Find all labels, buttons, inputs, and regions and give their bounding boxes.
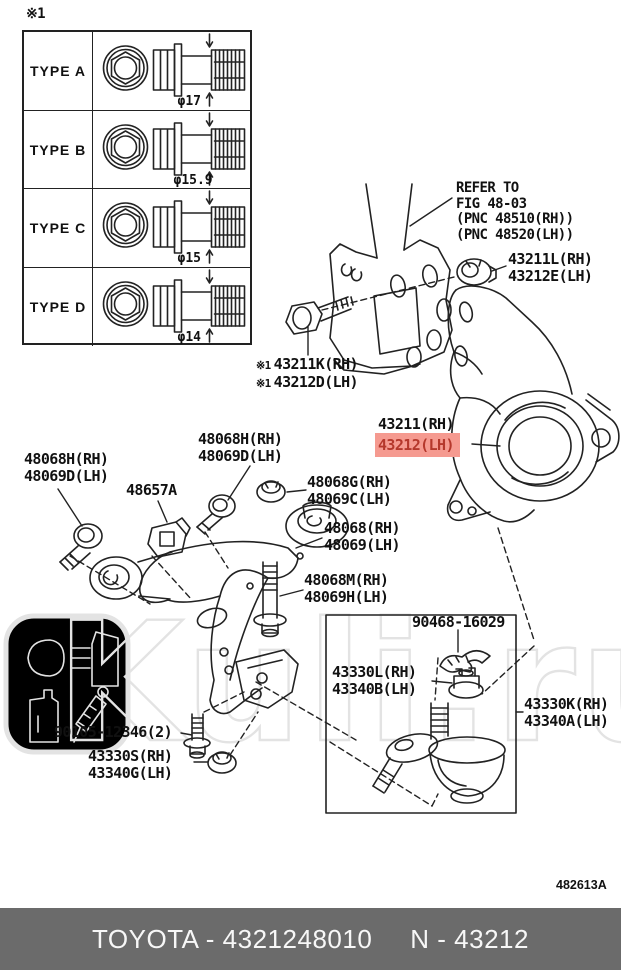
label-43330K-lh: 43340A(LH) <box>524 712 609 730</box>
label-48068-rh: 48068(RH) <box>324 519 400 537</box>
label-48068H-top-rh: 48068H(RH) <box>198 430 283 448</box>
refer-note: REFER TO FIG 48-03 (PNC 48510(RH)) (PNC … <box>456 180 574 243</box>
label-43330S-rh: 43330S(RH) <box>88 747 173 765</box>
vertical-bolt-drawing <box>253 561 287 638</box>
label-43330S-lh: 43340G(LH) <box>88 764 173 782</box>
ball-joint-box <box>325 614 517 814</box>
ref1-mark: ※1 <box>256 359 271 372</box>
type-row-d: TYPE D φ14 <box>24 268 250 346</box>
type-b-bolt-drawing: φ15.9 <box>93 111 250 189</box>
arm-bolt-left-drawing <box>59 523 103 571</box>
ref-mark: ※1 <box>26 6 46 22</box>
bolt-type-table: TYPE A φ17 TYPE B φ15.9 TYPE C <box>22 30 252 346</box>
lower-nut-drawing <box>207 751 237 774</box>
svg-text:φ14: φ14 <box>178 330 202 345</box>
control-arm-drawing <box>89 501 349 715</box>
castle-nut-drawing <box>448 667 484 699</box>
svg-text:φ15: φ15 <box>178 251 201 266</box>
label-48068H-top-lh: 48069D(LH) <box>198 447 283 465</box>
label-43211K-lh-text: 43212D(LH) <box>273 373 359 391</box>
type-row-b: TYPE B φ15.9 <box>24 110 250 190</box>
type-d-bolt-drawing: φ14 <box>93 268 250 346</box>
type-a-label: TYPE A <box>24 32 93 110</box>
ball-joint-drawing <box>372 702 506 804</box>
label-90468: 90468-16029 <box>412 613 505 631</box>
refer-note-line4: (PNC 48520(LH)) <box>456 226 574 243</box>
arm-nut-drawing <box>256 480 286 503</box>
refer-note-line1: REFER TO <box>456 180 519 196</box>
figure-code: 482613A <box>556 878 607 892</box>
label-43330K-rh: 43330K(RH) <box>524 695 609 713</box>
label-43212-lh-highlighted[interactable]: 43212(LH) <box>375 433 460 457</box>
footer-part-number: N - 43212 <box>410 923 529 954</box>
label-48068H-left-rh: 48068H(RH) <box>24 450 109 468</box>
label-48068-lh: 48069(LH) <box>324 536 400 554</box>
type-a-bolt-drawing: φ17 <box>93 32 250 110</box>
label-48068M: 48068M(RH) 48069H(LH) <box>304 571 389 606</box>
label-43330S: 43330S(RH) 43340G(LH) <box>88 747 173 782</box>
label-43212-lh-text: 43212(LH) <box>378 436 454 454</box>
type-d-label: TYPE D <box>24 268 93 346</box>
label-48068H-left-lh: 48069D(LH) <box>24 467 109 485</box>
svg-text:φ17: φ17 <box>178 94 201 109</box>
label-43330K: 43330K(RH) 43340A(LH) <box>524 695 609 730</box>
label-48657A: 48657A <box>126 481 177 499</box>
label-48068G-lh: 48069C(LH) <box>307 490 392 508</box>
label-43211K-rh-text: 43211K(RH) <box>273 355 359 373</box>
snap-ring-drawing <box>439 649 491 673</box>
refer-note-line3: (PNC 48510(RH)) <box>456 211 574 227</box>
strut-bolt-drawing <box>285 296 354 335</box>
label-90105: 90105-12346(2) <box>54 723 173 741</box>
label-48068G: 48068G(RH) 48069C(LH) <box>307 473 392 508</box>
type-c-label: TYPE C <box>24 189 93 268</box>
knuckle-drawing <box>446 285 620 523</box>
type-b-label: TYPE B <box>24 110 93 189</box>
svg-text:φ15.9: φ15.9 <box>174 173 213 188</box>
label-48068: 48068(RH) 48069(LH) <box>324 520 400 554</box>
arm-bolt-top-drawing <box>196 494 236 535</box>
label-48068G-rh: 48068G(RH) <box>307 473 392 491</box>
lower-bolt-drawing <box>183 713 211 759</box>
camber-bracket-drawing <box>147 517 191 558</box>
upper-mount-nut-drawing <box>456 258 497 286</box>
footer-bar: TOYOTA - 4321248010 N - 43212 <box>0 908 621 970</box>
label-48068M-rh: 48068M(RH) <box>304 571 389 589</box>
label-48068M-lh: 48069H(LH) <box>304 588 389 606</box>
label-43211-rh: 43211(RH) <box>378 415 454 433</box>
strut-drawing <box>329 183 453 375</box>
label-43330L: 43330L(RH) 43340B(LH) <box>332 663 417 698</box>
type-row-a: TYPE A φ17 <box>24 32 250 111</box>
label-43211L-rh: 43211L(RH) <box>508 250 593 268</box>
label-43211L: 43211L(RH) 43212E(LH) <box>508 250 593 285</box>
label-43211L-lh: 43212E(LH) <box>508 267 593 285</box>
ref1-mark: ※1 <box>256 377 271 390</box>
footer-brand-number: TOYOTA - 4321248010 <box>92 923 373 954</box>
label-43330L-lh: 43340B(LH) <box>332 680 417 698</box>
label-43330L-rh: 43330L(RH) <box>332 663 417 681</box>
label-48068H-left: 48068H(RH) 48069D(LH) <box>24 450 109 485</box>
type-c-bolt-drawing: φ15 <box>93 189 250 267</box>
type-row-c: TYPE C φ15 <box>24 189 250 269</box>
label-48068H-top: 48068H(RH) 48069D(LH) <box>198 430 283 465</box>
refer-note-line2: FIG 48-03 <box>456 195 527 212</box>
